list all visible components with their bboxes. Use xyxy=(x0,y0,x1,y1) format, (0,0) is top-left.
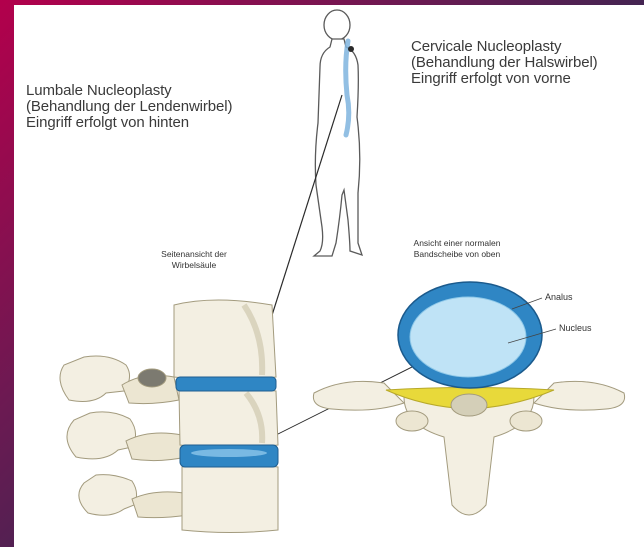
spinal-canal xyxy=(451,394,487,416)
human-figure-outline xyxy=(314,10,362,256)
disc-nucleus xyxy=(410,297,526,377)
figure-spine-highlight xyxy=(346,41,349,135)
figure-neck-marker xyxy=(348,46,354,52)
side-view-vertebrae xyxy=(60,300,278,533)
upper-disc xyxy=(176,377,276,391)
lower-disc-highlight xyxy=(191,449,267,457)
anatomy-illustration xyxy=(14,5,644,547)
illustration-panel: Lumbale Nucleoplasty (Behandlung der Len… xyxy=(14,5,644,547)
